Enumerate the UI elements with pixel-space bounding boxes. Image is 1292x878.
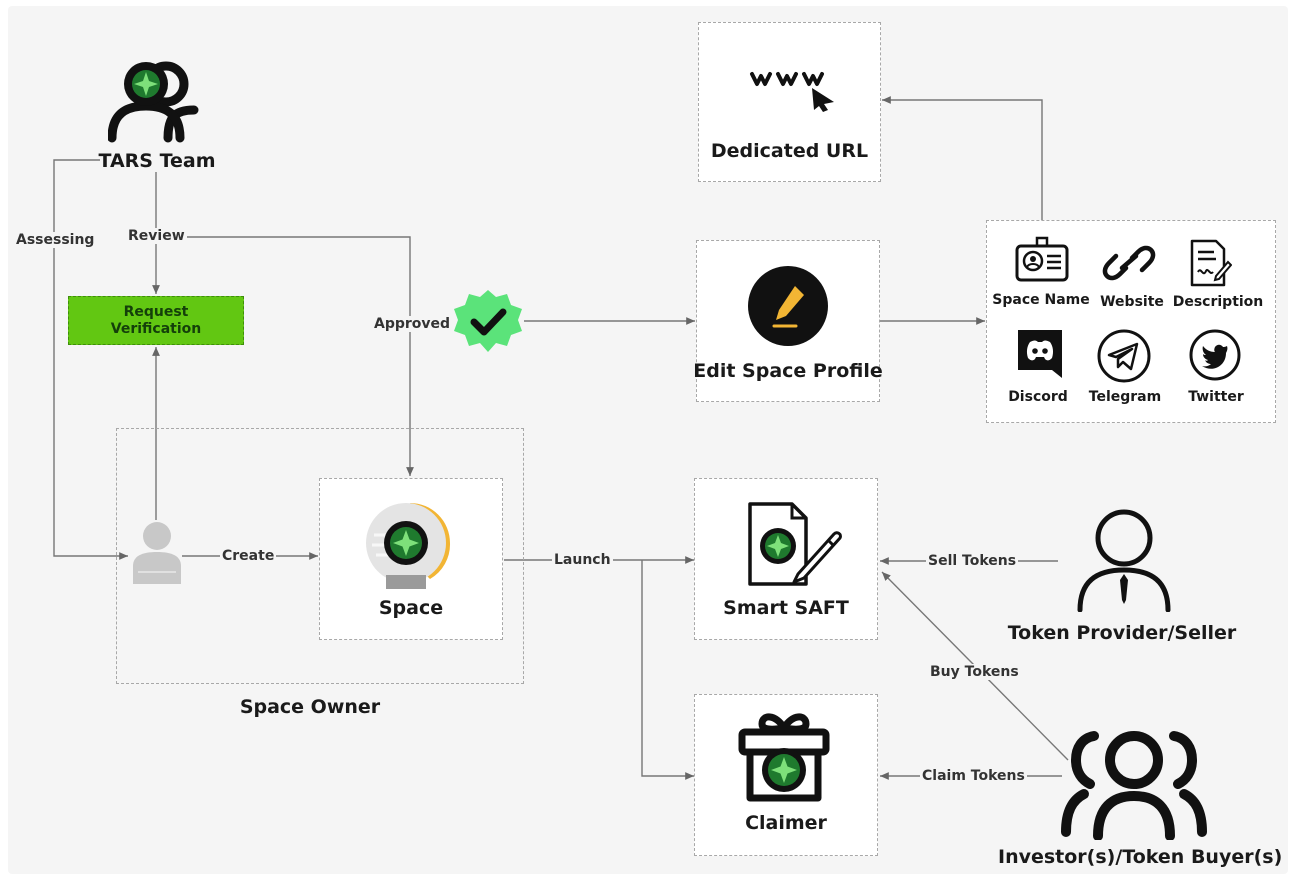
pen-icon (748, 266, 828, 346)
review-label: Review (126, 228, 187, 244)
tars-team-label: TARS Team (98, 150, 216, 172)
token-provider-label: Token Provider/Seller (1007, 622, 1237, 644)
id-card-icon (1015, 236, 1069, 282)
launch-label: Launch (552, 552, 613, 568)
profile-fields-group (986, 220, 1276, 423)
assessing-label: Assessing (14, 232, 97, 248)
website-label: Website (1100, 294, 1164, 310)
discord-icon (1018, 330, 1062, 378)
discord-label: Discord (1008, 389, 1068, 405)
gift-icon (738, 713, 830, 802)
sell-tokens-label: Sell Tokens (926, 553, 1019, 569)
smart-saft-label: Smart SAFT (723, 597, 849, 619)
request-verification-box: Request Verification (68, 296, 244, 345)
claim-tokens-label: Claim Tokens (920, 768, 1027, 784)
buy-tokens-label: Buy Tokens (928, 664, 1021, 680)
link-icon (1102, 245, 1156, 281)
twitter-icon (1189, 329, 1241, 381)
dedicated-url-label: Dedicated URL (710, 140, 869, 162)
space-icon (366, 503, 451, 589)
space-owner-group (116, 428, 524, 684)
space-name-label: Space Name (992, 292, 1090, 308)
request-verification-line1: Request (123, 303, 189, 320)
create-label: Create (220, 548, 277, 564)
dedicated-url-node (698, 22, 881, 182)
document-signature-icon (748, 502, 842, 586)
token-provider-icon (1077, 509, 1171, 612)
www-cursor-icon (750, 72, 834, 112)
telegram-icon (1097, 329, 1151, 383)
space-owner-label: Space Owner (239, 696, 381, 718)
investors-label: Investor(s)/Token Buyer(s) (998, 846, 1283, 868)
investors-icon (1061, 731, 1207, 840)
user-icon (133, 522, 181, 584)
tars-team-icon (108, 61, 199, 143)
edit-space-profile-label: Edit Space Profile (693, 360, 883, 382)
request-verification-line2: Verification (110, 320, 202, 337)
document-icon (1190, 239, 1232, 287)
twitter-label: Twitter (1188, 389, 1244, 405)
approved-label: Approved (372, 316, 453, 332)
description-label: Description (1172, 294, 1264, 310)
approved-badge-icon (454, 290, 522, 352)
claimer-label: Claimer (745, 812, 827, 834)
telegram-label: Telegram (1088, 389, 1162, 405)
space-label: Space (378, 597, 444, 619)
